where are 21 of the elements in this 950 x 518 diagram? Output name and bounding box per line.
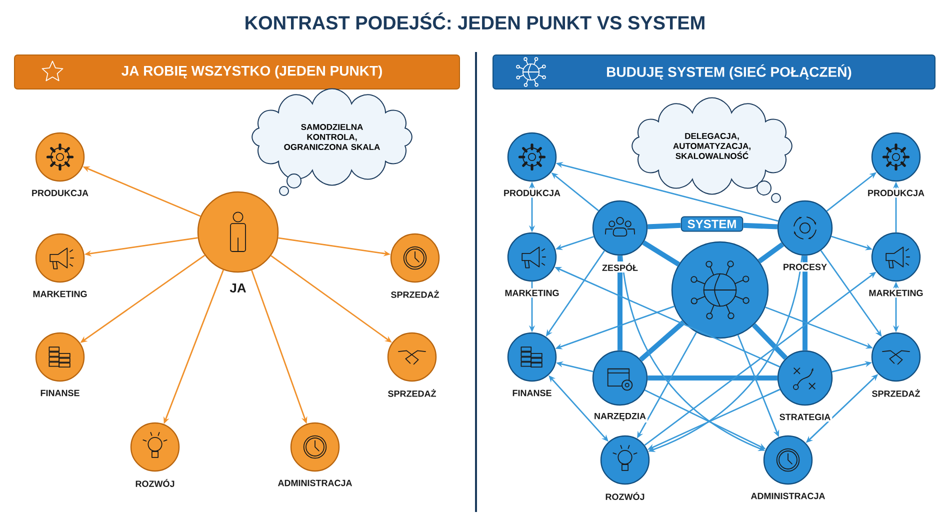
connector-line — [642, 240, 680, 267]
node-label: SPRZEDAŻ — [389, 288, 441, 300]
node-label: NARZĘDZIA — [592, 411, 648, 423]
thought-cloud: DELEGACJA, AUTOMATYZACJA, SKALOWALNOŚĆ — [632, 97, 792, 203]
connector-line — [752, 323, 788, 360]
connector-line — [802, 256, 808, 350]
connector-line — [758, 242, 784, 264]
thought-cloud: SAMODZIELNA KONTROLA, OGRANICZONA SKALA — [252, 88, 412, 196]
node-label: SPRZEDAŻ — [386, 388, 438, 398]
header-band: BUDUJĘ SYSTEM (SIEĆ POŁĄCZEŃ) — [492, 54, 936, 90]
node-label: JA — [228, 282, 248, 294]
connector-line — [639, 320, 686, 362]
node-label: ZESPÓŁ — [600, 261, 640, 273]
connector-line — [647, 222, 681, 230]
title: KONTRAST PODEJŚĆ: JEDEN PUNKT VS SYSTEM — [246, 12, 704, 30]
system-label: SYSTEM — [680, 216, 744, 232]
node-label: SPRZEDAŻ — [870, 388, 922, 398]
connector-line — [618, 256, 622, 350]
header-band: JA ROBIĘ WSZYSTKO (JEDEN PUNKT) — [14, 54, 460, 90]
connector-line — [648, 376, 778, 380]
connector-line — [743, 222, 778, 230]
